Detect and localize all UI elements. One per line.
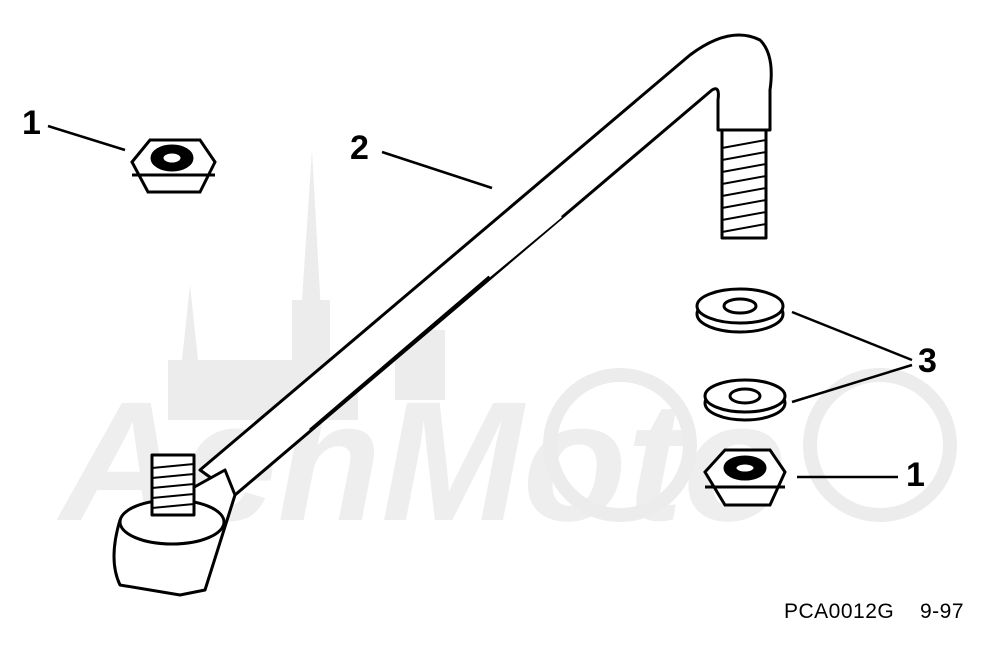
drawing-code: PCA0012G — [784, 600, 895, 623]
callout-3-washers: 3 — [918, 342, 937, 380]
nut-bottom-right — [703, 448, 787, 507]
washers — [695, 287, 787, 422]
callout-1-top-left: 1 — [22, 104, 41, 142]
leader-lines — [47, 124, 913, 479]
link-rod — [112, 33, 773, 597]
date-code: 9-97 — [920, 600, 965, 623]
callout-2-link-rod: 2 — [350, 129, 369, 167]
callout-1-bottom-right: 1 — [906, 456, 925, 494]
nut-top-left — [130, 138, 217, 194]
